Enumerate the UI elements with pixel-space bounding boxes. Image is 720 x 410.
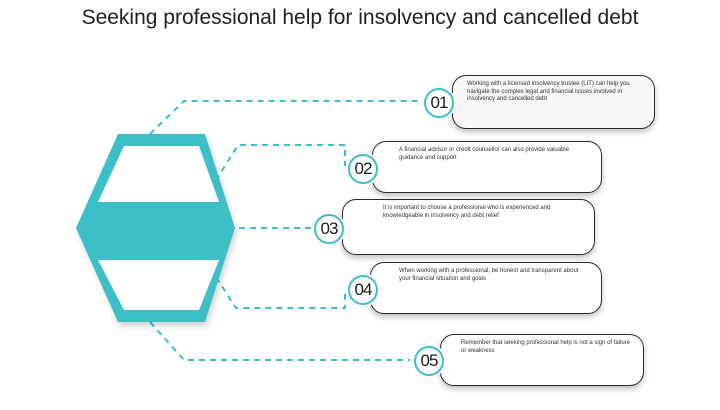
step-number-badge: 05 <box>414 346 444 376</box>
connector-02 <box>209 144 346 191</box>
hexagon-top-face <box>98 146 219 202</box>
step-text-box: Working with a licensed insolvency trust… <box>452 75 655 129</box>
connector-04 <box>209 267 346 309</box>
connector-05 <box>149 321 410 361</box>
hexagon-bottom-face <box>98 260 219 310</box>
step-number-badge: 02 <box>348 154 378 184</box>
step-text: A financial advisor or credit counsellor… <box>399 147 570 161</box>
step-text: Working with a licensed insolvency trust… <box>467 81 630 103</box>
step-text-box: It is important to choose a professional… <box>342 199 595 255</box>
step-number-badge: 04 <box>348 275 378 305</box>
connector-01 <box>149 100 424 135</box>
step-number-badge: 03 <box>314 214 344 244</box>
hexagon-graphic <box>76 134 235 322</box>
step-text-box: When working with a professional, be hon… <box>370 262 602 314</box>
step-text: When working with a professional, be hon… <box>399 268 579 282</box>
page-title: Seeking professional help for insolvency… <box>81 6 639 29</box>
step-text: Remember that seeking professional help … <box>461 340 631 354</box>
connector-lines <box>149 100 424 361</box>
step-number-badge: 01 <box>424 88 454 118</box>
step-text-box: A financial advisor or credit counsellor… <box>372 141 602 193</box>
step-text: It is important to choose a professional… <box>383 205 551 219</box>
step-text-box: Remember that seeking professional help … <box>440 334 644 386</box>
